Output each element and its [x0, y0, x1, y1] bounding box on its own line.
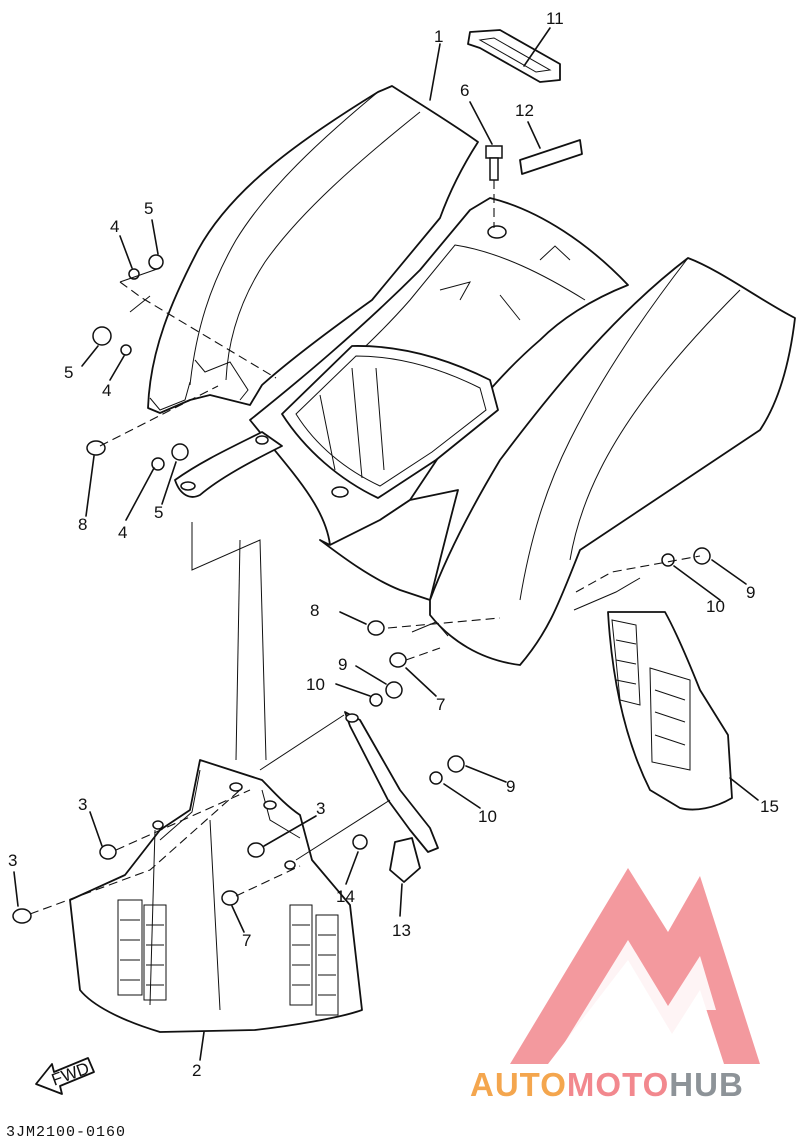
callout-7-lower: 7: [242, 931, 251, 950]
leader-lines: [13, 27, 759, 1061]
rear-fender-part-1: [147, 85, 796, 666]
fwd-label: FWD: [49, 1059, 92, 1090]
callout-9-right: 9: [746, 583, 755, 602]
band-part-11: [467, 29, 561, 83]
callout-4-lower: 4: [118, 523, 127, 542]
callout-2: 2: [192, 1061, 201, 1080]
label-part-12: [519, 139, 583, 175]
watermark-part-auto: AUTO: [470, 1066, 567, 1103]
callout-5-lower: 5: [154, 503, 163, 522]
callout-8-left: 8: [78, 515, 87, 534]
callout-3-left: 3: [78, 795, 87, 814]
diagram-code: 3JM2100-0160: [6, 1124, 127, 1141]
callout-4-upper: 4: [110, 217, 119, 236]
callout-6: 6: [460, 81, 469, 100]
watermark-part-moto: MOTO: [566, 1066, 670, 1103]
automotohub-logo: [510, 868, 760, 1064]
callout-3-center: 3: [316, 799, 325, 818]
watermark-text: AUTOMOTOHUB: [470, 1066, 744, 1104]
callout-10-center: 10: [306, 675, 325, 694]
assembly-guide-lines: [29, 180, 701, 915]
callout-14: 14: [336, 887, 355, 906]
reflector-part-13: [389, 837, 421, 883]
callout-8-center: 8: [310, 601, 319, 620]
flap-part-15: [607, 611, 733, 811]
callout-7-center: 7: [436, 695, 445, 714]
callout-13: 13: [392, 921, 411, 940]
callout-3-far-left: 3: [8, 851, 17, 870]
callout-10-lower: 10: [478, 807, 497, 826]
nuts-and-washers: [92, 254, 711, 785]
callout-12: 12: [515, 101, 534, 120]
callout-labels: 1 11 6 12 5 4 5 4 8 4 5 9 10 8 9 10 7 9 …: [8, 9, 779, 1080]
bolt-part-6: [485, 145, 503, 181]
callout-5-upper: 5: [144, 199, 153, 218]
mudflap-part-2: [69, 759, 363, 1033]
callout-15: 15: [760, 797, 779, 816]
callout-11: 11: [546, 9, 564, 28]
bolts: [12, 440, 407, 924]
callout-9-center: 9: [338, 655, 347, 674]
callout-5-mid: 5: [64, 363, 73, 382]
callout-9-lower: 9: [506, 777, 515, 796]
stay-bracket: [344, 711, 439, 853]
callout-1: 1: [434, 27, 443, 46]
fwd-arrow-icon: FWD: [35, 1057, 95, 1095]
callout-10-right: 10: [706, 597, 725, 616]
watermark-part-hub: HUB: [669, 1066, 744, 1103]
callout-4-mid: 4: [102, 381, 111, 400]
